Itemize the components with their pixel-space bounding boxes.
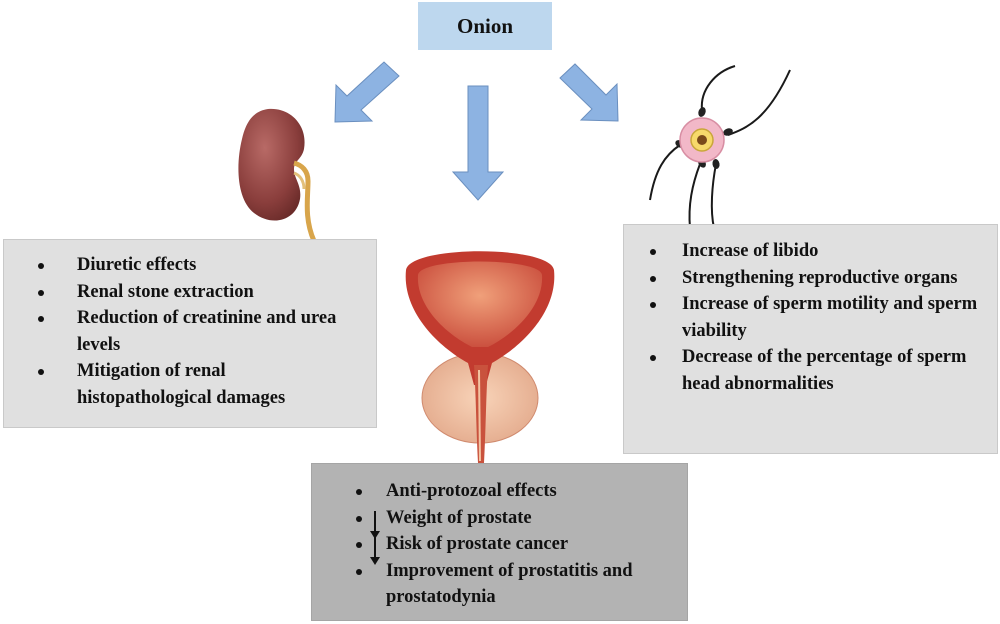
decrease-arrow-icon xyxy=(370,537,380,565)
kidney-icon xyxy=(238,108,317,242)
list-item: Renal stone extraction xyxy=(32,279,362,306)
sperm-egg-icon xyxy=(649,65,791,229)
bullet-icon xyxy=(650,275,656,282)
bullet-icon xyxy=(38,369,44,375)
list-item: Improvement of prostatitis and prostatod… xyxy=(350,558,680,611)
bullet-icon xyxy=(650,302,656,308)
arrow-to-reproductive xyxy=(559,63,619,122)
onion-title: Onion xyxy=(418,2,552,50)
kidney-effects-list: Diuretic effects Renal stone extraction … xyxy=(32,252,362,411)
bullet-icon xyxy=(650,355,656,361)
list-item: Mitigation of renal histopathological da… xyxy=(32,358,362,411)
bullet-icon xyxy=(38,263,44,269)
list-item: Risk of prostate cancer xyxy=(350,531,680,565)
reproductive-effects-list: Increase of libido Strengthening reprodu… xyxy=(644,238,989,397)
list-item: Weight of prostate xyxy=(350,505,680,539)
bullet-icon xyxy=(356,568,362,575)
bullet-icon xyxy=(356,489,362,495)
list-item: Increase of libido xyxy=(644,238,989,265)
list-item: Diuretic effects xyxy=(32,252,362,279)
bullet-icon xyxy=(356,515,362,522)
prostate-icon xyxy=(405,251,555,463)
list-item: Increase of sperm motility and sperm via… xyxy=(644,291,989,344)
decrease-arrow-icon xyxy=(370,510,380,539)
arrow-to-kidney xyxy=(334,61,400,123)
list-item: Reduction of creatinine and urea levels xyxy=(32,305,362,358)
list-item: Strengthening reproductive organs xyxy=(644,265,989,292)
list-item: Decrease of the percentage of sperm head… xyxy=(644,344,989,397)
prostate-effects-list: Anti-protozoal effects Weight of prostat… xyxy=(350,478,680,611)
bullet-icon xyxy=(650,249,656,255)
bullet-icon xyxy=(356,542,362,548)
reproductive-effects-box: Increase of libido Strengthening reprodu… xyxy=(623,224,998,454)
prostate-effects-box: Anti-protozoal effects Weight of prostat… xyxy=(311,463,688,621)
bullet-icon xyxy=(38,289,44,296)
list-item: Anti-protozoal effects xyxy=(350,478,680,505)
bullet-icon xyxy=(38,316,44,322)
arrow-to-prostate xyxy=(451,85,505,201)
kidney-effects-box: Diuretic effects Renal stone extraction … xyxy=(3,239,377,428)
